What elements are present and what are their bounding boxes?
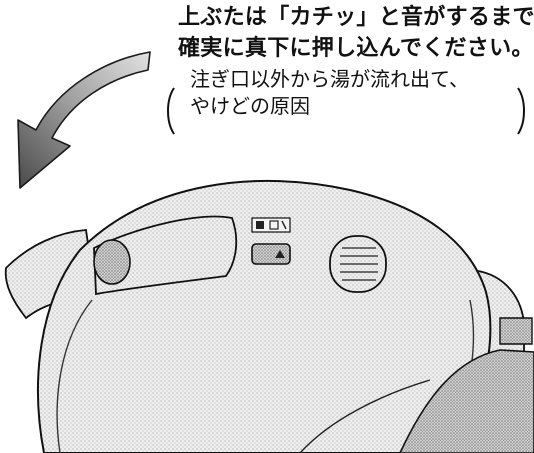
warning-note: 注ぎ口以外から湯が流れ出て、 やけどの原因 [178,66,528,120]
curved-arrow-left-icon [17,51,151,189]
steam-vent-icon [329,235,387,293]
instruction-caption: 上ぶたは「カチッ」と音がするまで 確実に真下に押し込んでください。 注ぎ口以外か… [178,2,534,120]
lid-release-button-icon [251,243,291,265]
warning-note-line-2: やけどの原因 [190,94,310,118]
instruction-line-2: 確実に真下に押し込んでください。 [178,36,534,61]
instruction-line-1: 上ぶたは「カチッ」と音がするまで [178,5,534,30]
note-brackets [167,87,525,135]
lock-unlock-mark-icon [251,217,291,233]
warning-note-line-1: 注ぎ口以外から湯が流れ出て、 [190,67,469,91]
lid-window-oval [93,215,238,296]
